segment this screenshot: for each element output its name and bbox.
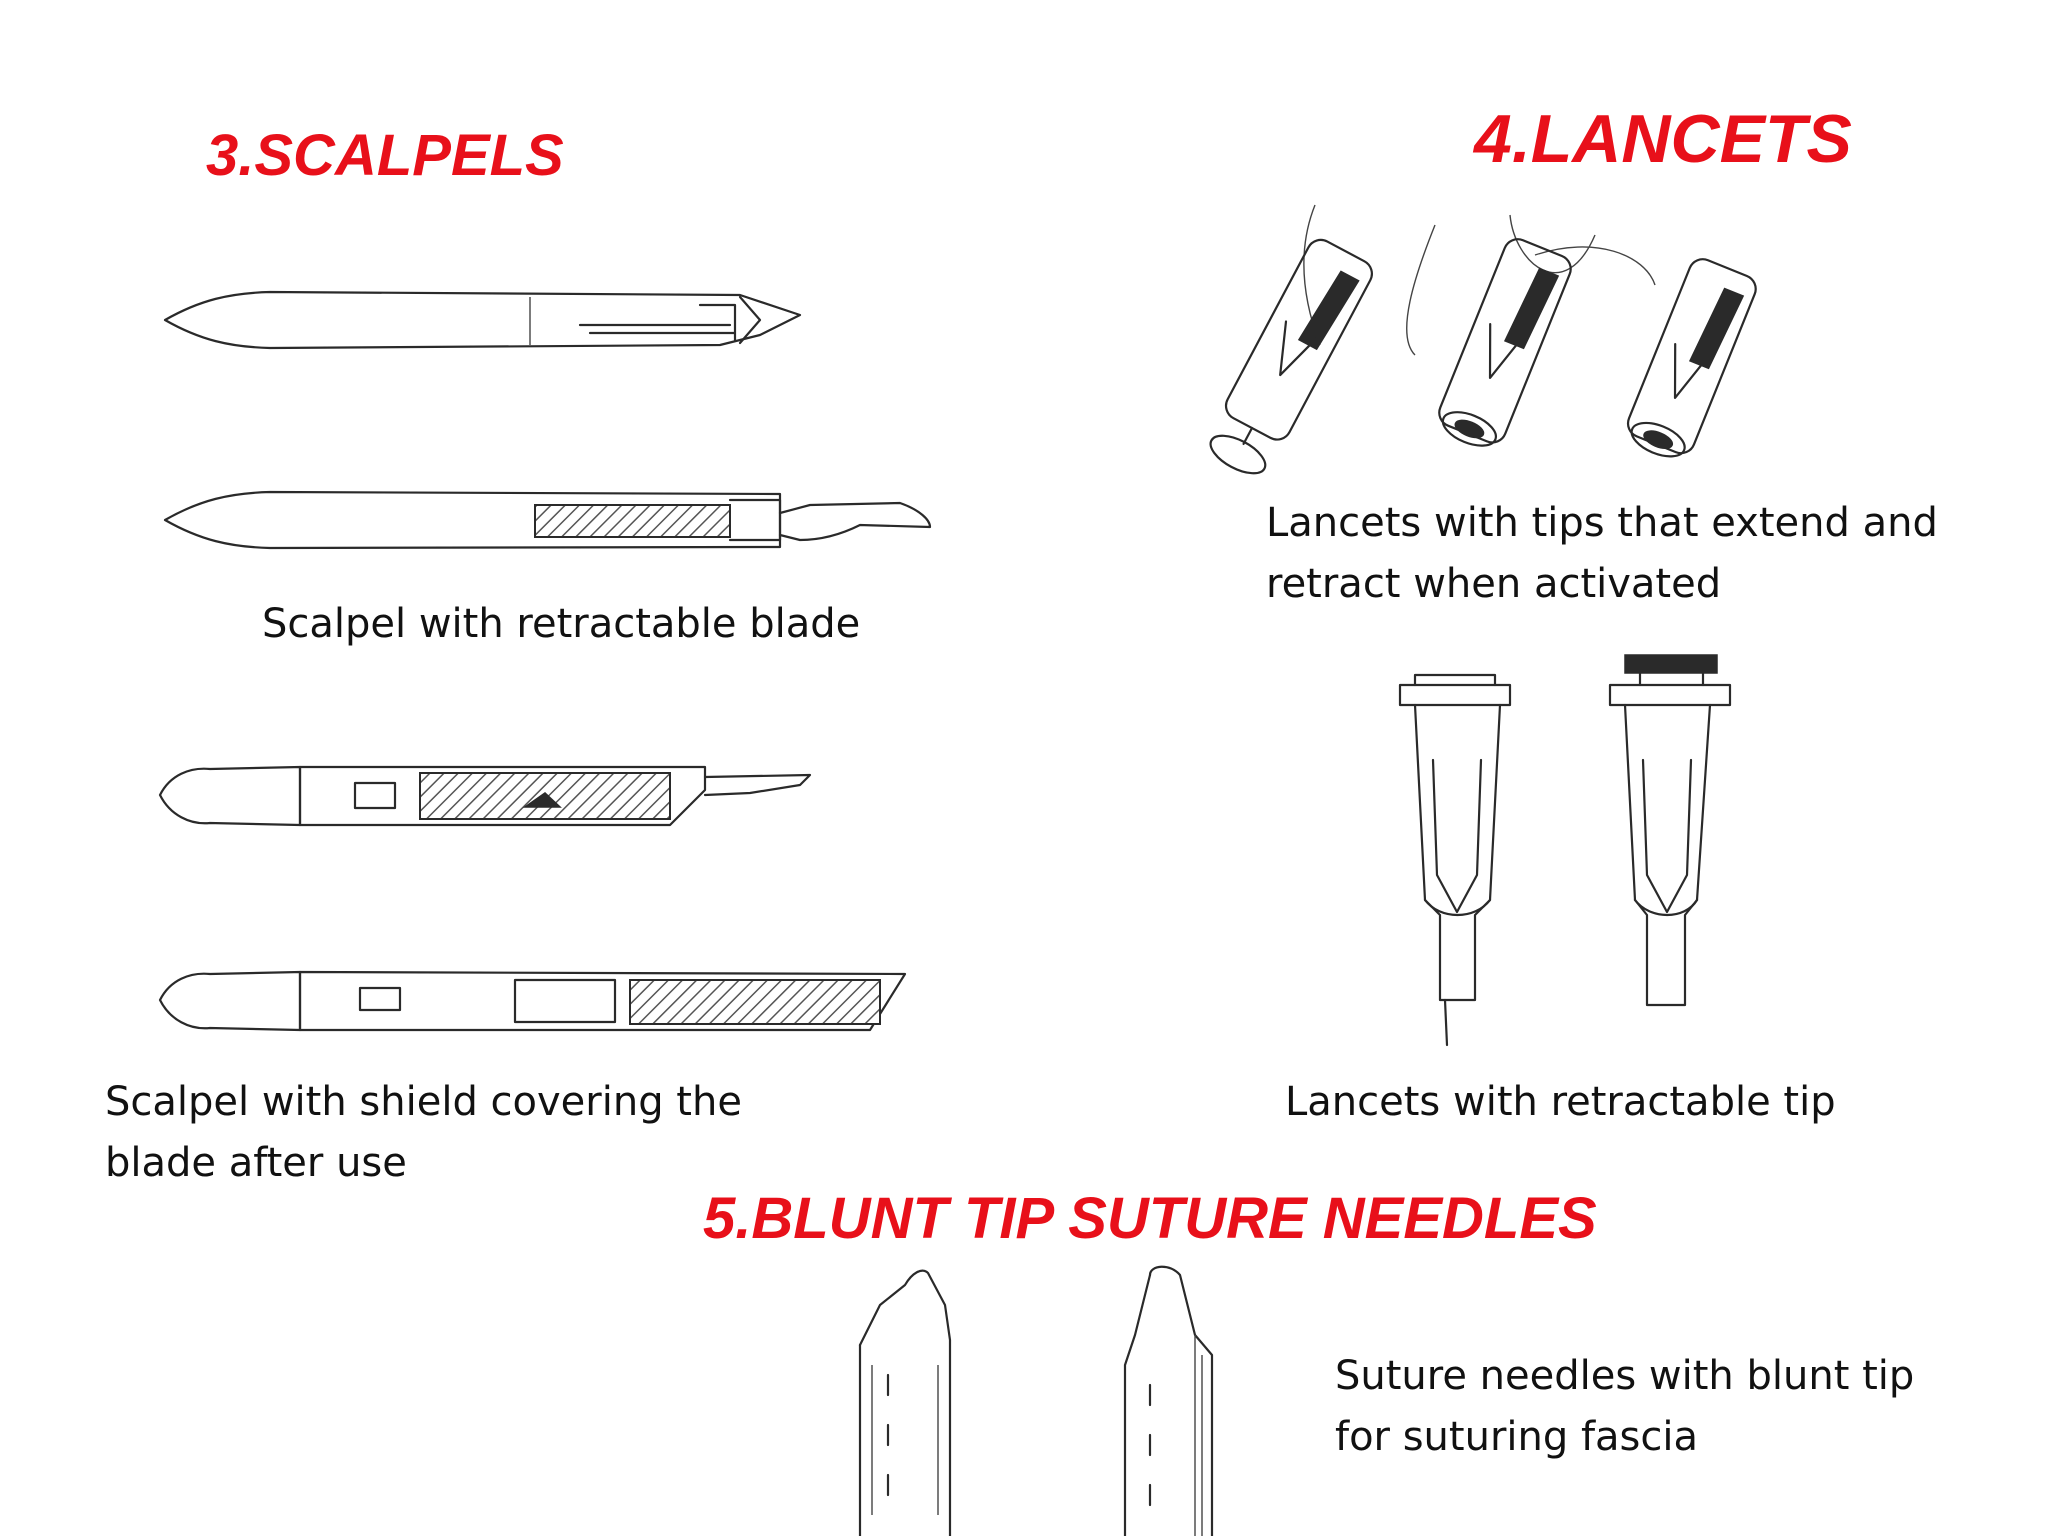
needles-caption-line2: for suturing fascia xyxy=(1335,1414,1699,1460)
lancets-activation-illustration xyxy=(1265,195,1805,485)
scalpel-retractable-caption: Scalpel with retractable blade xyxy=(262,601,861,647)
scalpels-heading: 3.SCALPELS xyxy=(206,123,564,188)
scalpel-extended-illustration xyxy=(160,485,960,555)
scalpel-shield-open-illustration xyxy=(150,755,830,835)
lancets-retractable-caption: Lancets with retractable tip xyxy=(1285,1079,1836,1125)
scalpel-shield-closed-illustration xyxy=(150,960,920,1040)
lancets-extend-caption-line1: Lancets with tips that extend and xyxy=(1266,500,1938,546)
lancets-extend-caption-line2: retract when activated xyxy=(1266,561,1722,607)
lancets-heading: 4.LANCETS xyxy=(1474,101,1852,177)
scalpel-shield-caption-line1: Scalpel with shield covering the xyxy=(105,1079,742,1125)
scalpel-retracted-illustration xyxy=(160,285,810,355)
lancets-retractable-illustration xyxy=(1385,650,1755,1050)
suture-needles-illustration xyxy=(850,1255,1270,1536)
needles-caption-line1: Suture needles with blunt tip xyxy=(1335,1353,1915,1399)
scalpel-shield-caption-line2: blade after use xyxy=(105,1140,407,1186)
needles-heading: 5.BLUNT TIP SUTURE NEEDLES xyxy=(703,1186,1597,1251)
